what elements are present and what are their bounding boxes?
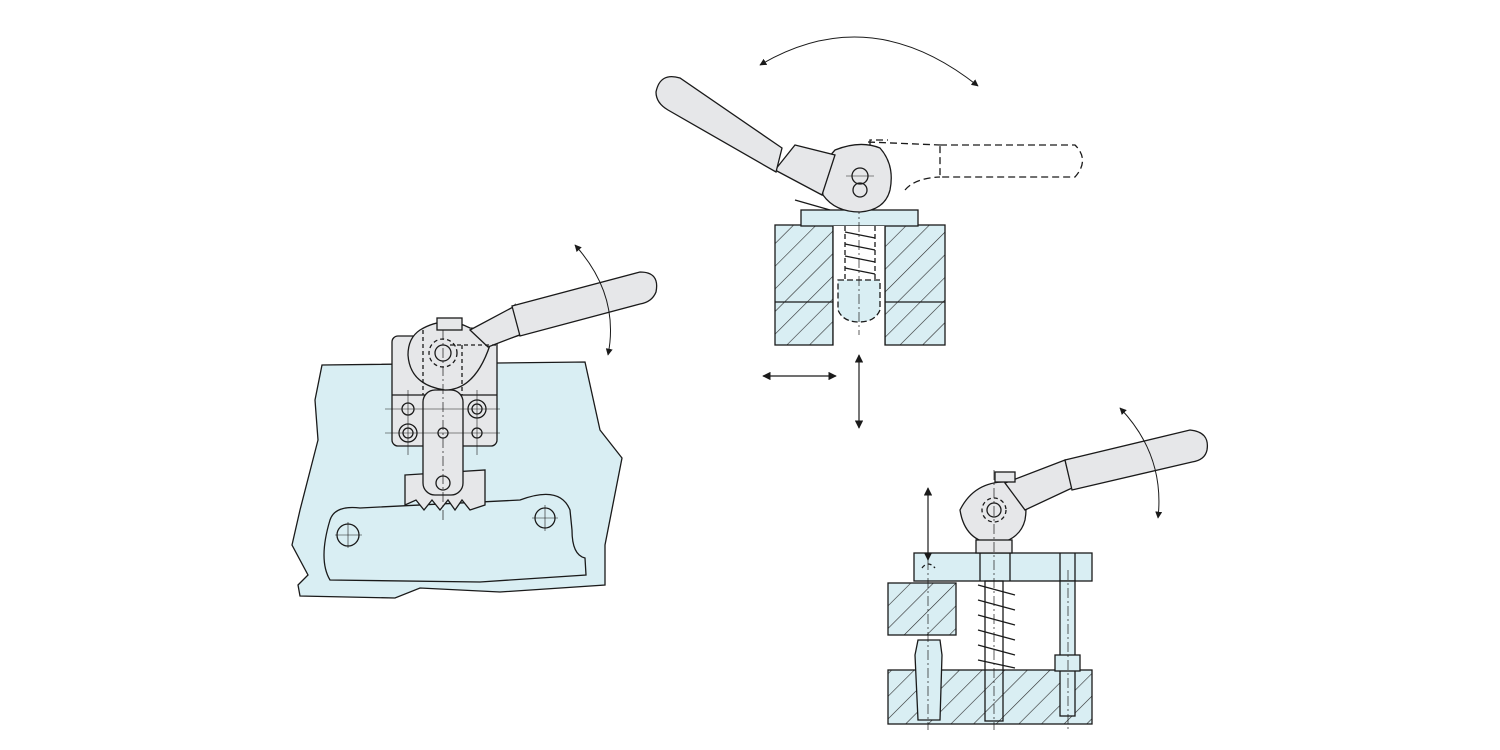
right-view	[887, 407, 1209, 730]
rotation-arrow-fixture	[1119, 407, 1163, 519]
lever-grip	[511, 271, 658, 337]
compression-spring	[977, 584, 1016, 669]
workpiece-block	[887, 582, 957, 636]
rotation-arrow	[574, 244, 613, 356]
lever-arm-section	[774, 144, 836, 196]
swing-jaw	[323, 493, 587, 583]
clamp-bar	[913, 552, 1093, 582]
spring	[844, 231, 876, 275]
top-view	[655, 36, 1084, 429]
support-bolt	[1059, 580, 1076, 717]
lever-open-position	[939, 144, 1084, 178]
fixture-block-left	[774, 224, 834, 346]
pressure-pad	[914, 639, 943, 721]
swing-arc-arrow	[759, 36, 979, 87]
left-view	[291, 244, 658, 599]
lever-grip-section	[655, 75, 783, 173]
fixture-block-right	[884, 224, 946, 346]
lever-grip-fixture	[1064, 429, 1209, 491]
